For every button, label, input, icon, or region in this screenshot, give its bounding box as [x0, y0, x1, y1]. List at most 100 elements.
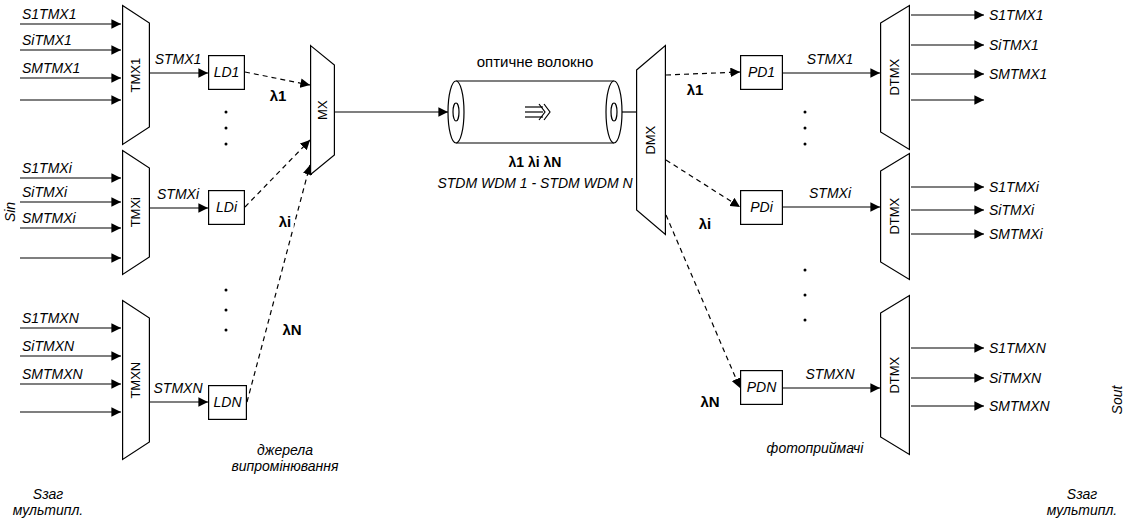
laser-box: LDN	[208, 385, 247, 420]
wavelength-connector	[245, 140, 310, 207]
fiber-cylinder	[448, 81, 622, 143]
output-arrow	[911, 186, 984, 187]
node-label: TMX1	[129, 58, 143, 93]
signal-name: SMTMX1	[989, 66, 1047, 82]
signal-name: SMTMXN	[22, 366, 83, 382]
input-arrow	[20, 383, 121, 384]
signal-label: STMX1	[805, 52, 856, 67]
node-label: DTMX	[888, 357, 902, 394]
box-outline	[741, 371, 783, 405]
signal-name: S1TMX1	[22, 6, 76, 22]
fiber-edge	[456, 142, 614, 143]
laser-box: LDi	[208, 190, 245, 225]
trapezoid-outline	[311, 46, 335, 175]
signal-name: SiTMXN	[22, 338, 74, 354]
wavelength-connector	[666, 215, 740, 388]
trapezoid-outline	[881, 6, 910, 150]
box-outline	[209, 56, 245, 90]
dot	[225, 127, 228, 130]
dot	[225, 289, 228, 292]
input-arrow	[20, 355, 121, 356]
dot	[225, 329, 228, 332]
total-label: Sзаг мультипл.	[3, 486, 93, 518]
input-arrow	[20, 99, 121, 100]
input-arrow	[20, 49, 121, 50]
fiber-heading: оптичне волокно	[477, 54, 594, 71]
dot	[225, 143, 228, 146]
node-label: DTMX	[888, 59, 902, 96]
signal-label: STMXN	[152, 381, 205, 396]
input-arrow	[20, 177, 121, 178]
wavelength-label: λN	[280, 322, 303, 339]
group-caption: джерела випромінювання	[210, 442, 360, 474]
dot	[225, 309, 228, 312]
demultiplexer: DTMX	[880, 5, 910, 150]
output-arrows	[911, 15, 984, 406]
signal-connector	[783, 72, 880, 73]
wavelength-connector	[666, 72, 740, 75]
box-outline	[209, 386, 247, 420]
fiber-core	[453, 103, 459, 121]
dot	[225, 111, 228, 114]
wavelength-label: λ1	[268, 88, 289, 105]
trapezoid-outline	[637, 46, 666, 235]
node-label: PD1	[748, 65, 775, 80]
node-label: TMXi	[129, 197, 143, 227]
trapezoid-outline	[123, 301, 150, 460]
input-arrow	[20, 227, 121, 228]
box-outline	[741, 56, 783, 90]
photodetector-box: PDN	[740, 370, 783, 405]
signal-label: STMXN	[804, 367, 857, 382]
trapezoid-outline	[123, 151, 150, 275]
wavelength-label: λ1	[685, 82, 706, 99]
wavelength-connector	[245, 72, 310, 85]
output-arrow	[911, 377, 984, 378]
signal-label: STMXi	[807, 186, 853, 201]
demultiplexer: DTMX	[880, 153, 910, 280]
wdm-demultiplexer: DMX	[636, 45, 666, 235]
light-arrow	[539, 104, 545, 120]
laser-box: LD1	[208, 55, 245, 90]
node-outline	[448, 80, 622, 144]
dot	[804, 127, 807, 130]
signal-connector	[783, 387, 880, 388]
output-arrow	[911, 233, 984, 234]
total-label: Sзаг мультипл.	[1037, 486, 1127, 518]
dot	[804, 294, 807, 297]
node-label: TMXN	[129, 362, 143, 399]
signal-name: SiTMX1	[989, 37, 1039, 53]
wavelength-label: λN	[698, 394, 721, 411]
signal-name: S1TMXi	[22, 160, 72, 176]
output-arrow	[911, 209, 984, 210]
node-label: PDN	[747, 380, 777, 395]
photodetector-box: PD1	[740, 55, 783, 90]
optical-fiber: оптичне волокно	[448, 80, 622, 144]
signal-name: S1TMXN	[989, 340, 1046, 356]
fiber-edge	[456, 80, 614, 81]
signal-connector	[150, 207, 208, 208]
light-arrow	[544, 104, 550, 120]
input-arrows	[20, 24, 121, 412]
signal-connector	[622, 111, 636, 112]
trapezoid-outline	[881, 296, 910, 455]
trapezoid-outline	[123, 6, 150, 145]
wavelength-connector	[247, 165, 310, 402]
box-outline	[741, 191, 783, 225]
signal-connector	[150, 401, 208, 402]
node-label: MX	[315, 100, 329, 120]
input-arrow	[20, 23, 121, 24]
output-label: Sout	[1109, 386, 1125, 415]
signal-name: SMTMXN	[989, 398, 1050, 414]
stream-label: STDM WDM 1 - STDM WDM N	[437, 175, 632, 191]
photodetector-box: PDi	[740, 190, 783, 225]
box-outline	[209, 191, 245, 225]
wavelength-connector	[666, 160, 740, 207]
output-arrow	[911, 44, 984, 45]
signal-name: SMTMXi	[989, 226, 1043, 242]
dot	[804, 319, 807, 322]
multiplexer: TMXi	[122, 150, 150, 275]
light-ray	[525, 111, 543, 112]
signal-label: STMXi	[155, 187, 201, 202]
